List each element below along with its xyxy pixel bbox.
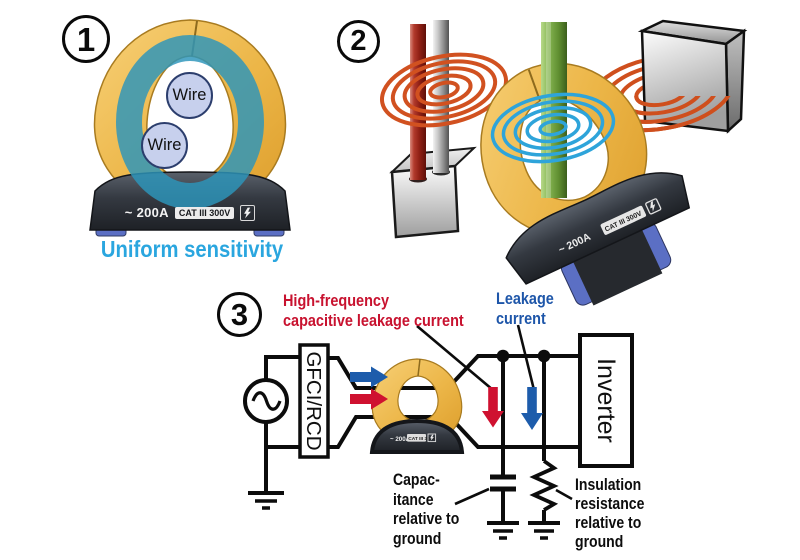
inverter-box [578,333,634,468]
arrow-down-red-icon [482,387,504,428]
leakage-current-label: Leakage current [496,289,554,328]
wire [328,356,448,390]
high-frequency-leakage-label: High-frequency capacitive leakage curren… [283,291,464,330]
wire-circle-top: Wire [166,72,213,119]
cat-badge [407,434,426,442]
lightning-bolt-box [645,198,662,215]
meter-category-badge: CAT III 300V [174,206,235,219]
resistor-zigzag [529,459,559,512]
wire-circle-bottom: Wire [141,122,188,169]
meter-faceplate: ~ 200A CAT III 300V [103,202,277,223]
panel1-clamp-meter [89,19,291,237]
leader-insulation [555,488,573,501]
jaw-gap [527,69,541,102]
interference-coil-left-icon [379,52,509,128]
handle-center [571,226,663,306]
wire [264,355,300,380]
cat-badge [600,205,647,235]
tilted-clamp-body: ~ 200A CAT III 300V [505,172,691,306]
measured-coil-blue-icon [490,92,616,164]
leader-capacitance [454,487,490,506]
wire [446,354,580,390]
junction-dot [537,349,551,363]
gfci-rcd-box-label: GFCI/RCD [302,351,325,451]
sensing-band [116,35,264,209]
lightning-bolt-box [427,433,437,443]
jaw-gap [417,358,421,377]
meter-range-text: ~ 200A [390,436,411,443]
wire [448,415,580,449]
circuit-clamp-meter: ~ 200A CAT III 300V [369,358,465,454]
lightning-bolt-icon [244,207,252,218]
metal-box [637,19,748,134]
arrow-down-blue-icon [521,387,543,430]
panel1-number-badge: 1 [62,15,110,63]
leader-high-frequency [416,325,494,391]
gfci-box [298,343,330,459]
insulation-resistance-label: Insulation resistance relative to ground [575,476,645,551]
ac-sine-icon [251,391,282,411]
lightning-bolt-box [240,204,256,221]
panel2-interference-scene: ~ 200A CAT III 300V [379,19,748,306]
arrow-right-blue-icon [350,366,388,388]
arrow-right-red-icon [350,388,388,410]
junction-dot [496,349,510,363]
inverter-box-label: Inverter [592,358,620,443]
panel2-number-badge: 2 [337,20,380,63]
panel3-number-badge: 3 [217,292,262,337]
meter-category-text: CAT III 300V [408,436,436,442]
capacitance-label: Capac- itance relative to ground [393,471,460,548]
uniform-sensitivity-caption: Uniform sensitivity [100,236,284,262]
meter-range-text: ~ 200A [124,205,169,220]
meter-body [505,172,691,285]
panel3-circuit: ~ 200A CAT III 300V [243,324,634,540]
